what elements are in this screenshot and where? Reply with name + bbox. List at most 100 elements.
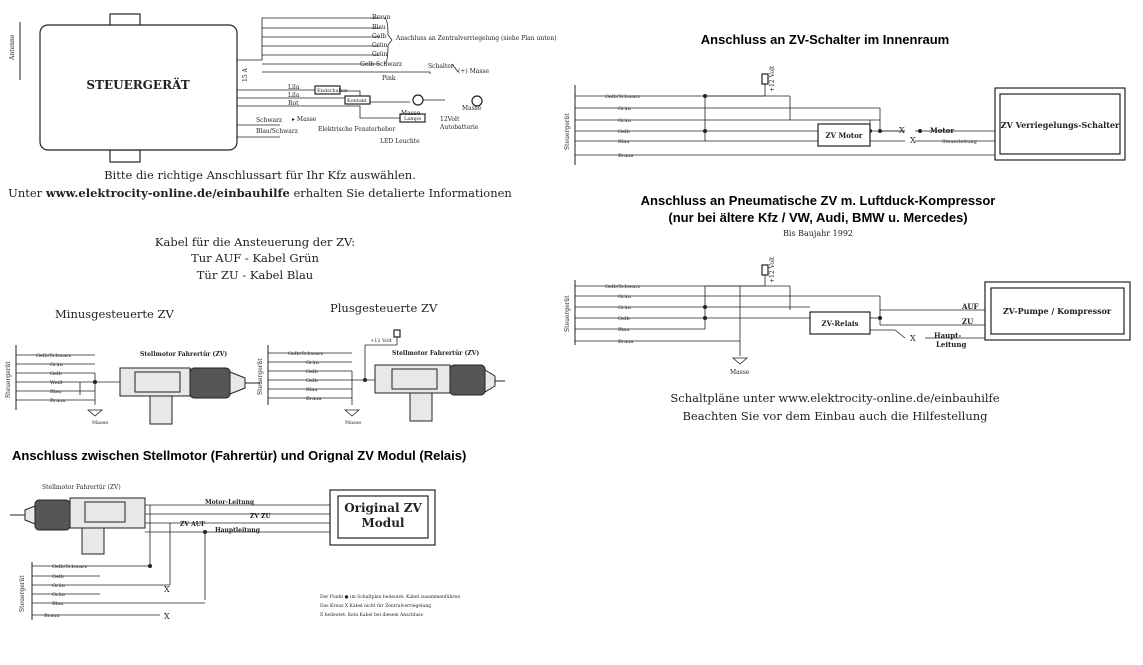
pump-box-label: ZV-Pumpe / Kompressor: [1003, 306, 1112, 316]
zu-label: ZU: [962, 317, 973, 326]
wire-label: Gelb Schwarz: [360, 61, 402, 68]
cable-line-2: Tur AUF - Kabel Grün: [191, 251, 319, 265]
wire-label: Grün: [52, 583, 66, 589]
x-mark: X: [899, 126, 905, 135]
wire-label: Schwarz: [256, 117, 282, 124]
bottom-motor-label: Stellmotor Fahrertür (ZV): [42, 484, 121, 491]
minus-title: Minusgesteuerte ZV: [55, 307, 174, 321]
motor-mount: [81, 527, 105, 555]
right-mid-volt-label: +12 Volt: [769, 256, 776, 283]
wire-label: Lila: [288, 84, 300, 91]
masse-label: Masse: [462, 105, 482, 112]
wire-label: Grün: [306, 360, 320, 366]
masse-arrow-label: ▸ Masse: [292, 116, 317, 123]
note-line-2: Unter www.elektrocity-online.de/einbauhi…: [8, 186, 512, 200]
volt12-label: 12Volt: [440, 116, 460, 123]
right-mid-masse-label: Masse: [730, 369, 750, 376]
fenster-label: Elektrische Fensterheber: [318, 126, 395, 133]
wire-label: Grün: [618, 106, 632, 112]
plus-controlled-diagram: Plusgesteuerte ZV Steuergerät +12 Volt G…: [257, 301, 505, 426]
haupt-label-1: Haupt-: [934, 331, 961, 340]
right-mid-side-label: Steuergerät: [564, 295, 571, 332]
haupt-label: Hauptleitung: [215, 527, 261, 534]
wire-label: Pink: [382, 75, 396, 82]
wire-label: Grün: [618, 305, 632, 311]
zv-relais-box: [809, 311, 871, 335]
endschalter-label: Endschalter: [317, 88, 348, 94]
wire-label: Gelb/Schwarz: [288, 351, 324, 357]
right-mid-note-2: Beachten Sie vor dem Einbau auch die Hil…: [682, 409, 988, 423]
wire-label: Weiß: [50, 380, 63, 386]
antenna-label: Antenne: [9, 34, 16, 61]
wire-label: Grün: [618, 118, 632, 124]
wire-label: Gelb/Schwarz: [36, 353, 72, 359]
plus-masse-label: Masse: [345, 420, 361, 426]
note-line-2-post: erhalten Sie detalierte Informationen: [290, 186, 513, 200]
wire-label: Lila: [288, 92, 300, 99]
right-mid-title-1: Anschluss an Pneumatische ZV m. Luftduck…: [641, 193, 996, 208]
plus-masse-label: (+) Masse: [458, 68, 489, 75]
kontakt-label: Kontakt: [347, 98, 367, 104]
plus-title: Plusgesteuerte ZV: [330, 301, 438, 315]
cable-line-3: Tür ZU - Kabel Blau: [197, 268, 313, 282]
wire-label: Gelb: [306, 369, 318, 375]
plus-side-label: Steuergerät: [257, 358, 264, 395]
wire-label: Gelb/Schwarz: [605, 94, 641, 100]
zv-relais-label: ZV-Relais: [821, 319, 858, 328]
zv-auf-label: ZV AUF: [180, 521, 206, 528]
wire-label: Gelb: [618, 316, 630, 322]
cable-info: Kabel für die Ansteuerung der ZV: Tur AU…: [155, 235, 355, 282]
wire-label: Grün: [50, 362, 64, 368]
legend-line-3: X bedeutet: Kein Kabel bei diesem Anschl…: [320, 612, 424, 618]
motor-mount: [409, 392, 433, 422]
wire-label: Gelb: [618, 129, 630, 135]
zv-note-label: Anschluss an Zentralverriegelung (siehe …: [395, 35, 556, 42]
right-mid-title-2: (nur bei ältere Kfz / VW, Audi, BMW u. M…: [668, 210, 967, 225]
wire-label: Blau: [618, 327, 630, 333]
bottom-side-label: Steuergerät: [19, 575, 26, 612]
motor-bellow: [189, 367, 231, 399]
steuerleitung-label: Steuerleitung: [942, 139, 978, 145]
x-mark: X: [910, 334, 916, 343]
wire-label: Blau/Schwarz: [256, 128, 298, 135]
cable-line-1: Kabel für die Ansteuerung der ZV:: [155, 235, 355, 249]
auf-label: AUF: [961, 302, 979, 311]
zv-switch-diagram: Anschluss an ZV-Schalter im Innenraum St…: [564, 32, 1126, 165]
wire-label: Braun: [50, 398, 66, 404]
motor-bellow: [34, 499, 71, 531]
switch-label: Schalter: [428, 63, 454, 70]
note-line-2-pre: Unter: [8, 186, 46, 200]
x-mark: X: [910, 136, 916, 145]
wire-label: Gelb: [306, 378, 318, 384]
wire-label: Blau: [306, 387, 318, 393]
motor-line-label: Motor-Leitung: [205, 499, 255, 506]
plus-motor-label: Stellmotor Fahrertür (ZV): [392, 350, 479, 357]
zv-zu-label: ZV ZU: [250, 513, 272, 520]
wire-label: Braun: [618, 339, 634, 345]
wire-label: Braun: [618, 153, 634, 159]
plus-volt-label: +12 Volt: [370, 338, 392, 344]
led-label: LED Leuchte: [380, 138, 420, 145]
note-line-1: Bitte die richtige Anschlussart für Ihr …: [104, 168, 416, 182]
steuergeraet-label: STEUERGERÄT: [86, 77, 189, 92]
legend-line-1: Der Punkt ● im Schaltplan bedeutet: Kabe…: [320, 594, 460, 600]
motor-bellow: [449, 364, 486, 396]
wire-label: Braun: [306, 396, 322, 402]
original-module-inner: [337, 495, 429, 539]
minus-side-label: Steuergerät: [5, 361, 12, 398]
legend-line-2: Das Kreuz X Kabel nicht für Zentralverri…: [320, 603, 431, 609]
x-mark: X: [164, 585, 170, 594]
pump-box-inner: [990, 287, 1125, 335]
wire-label: Grün: [372, 42, 388, 49]
pneumatic-zv-diagram: Anschluss an Pneumatische ZV m. Luftduck…: [564, 193, 1131, 423]
haupt-label-2: Leitung: [936, 340, 966, 349]
motor-module-diagram: Anschluss zwischen Stellmotor (Fahrertür…: [10, 448, 466, 621]
wire-label: Blau: [618, 139, 630, 145]
wire-label: Blau: [372, 24, 386, 31]
zv-note-text: Anschluss an Zentralverriegelung (siehe …: [395, 35, 556, 42]
minus-motor-label: Stellmotor Fahrertür (ZV): [140, 351, 227, 358]
right-top-title: Anschluss an ZV-Schalter im Innenraum: [701, 32, 950, 47]
module-line-1: Original ZV: [344, 501, 422, 515]
wire-label: Gelb/Schwarz: [52, 564, 88, 570]
